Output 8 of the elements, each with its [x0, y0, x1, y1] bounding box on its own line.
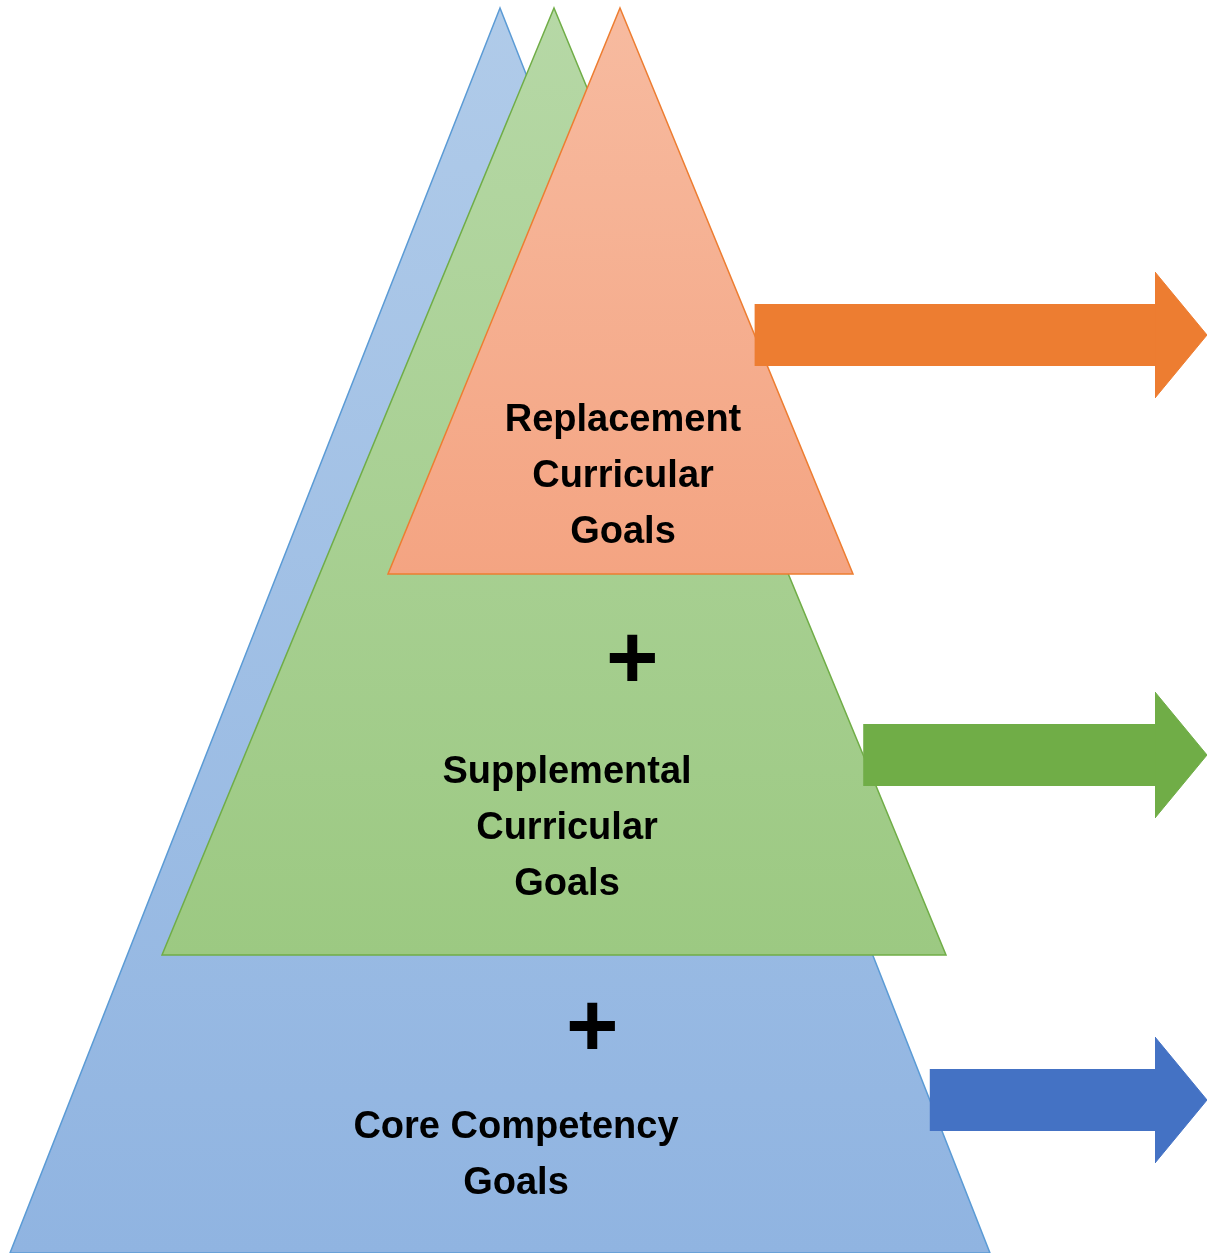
arrow [754, 271, 1208, 399]
tier-label: Core Competency Goals [352, 1103, 680, 1204]
plus-sign: + [606, 612, 659, 702]
plus-sign: + [566, 980, 619, 1070]
arrow [929, 1036, 1208, 1164]
tier-label: Supplemental Curricular Goals [441, 748, 693, 905]
tier-label: Replacement Curricular Goals [503, 396, 743, 553]
arrow [863, 691, 1208, 819]
